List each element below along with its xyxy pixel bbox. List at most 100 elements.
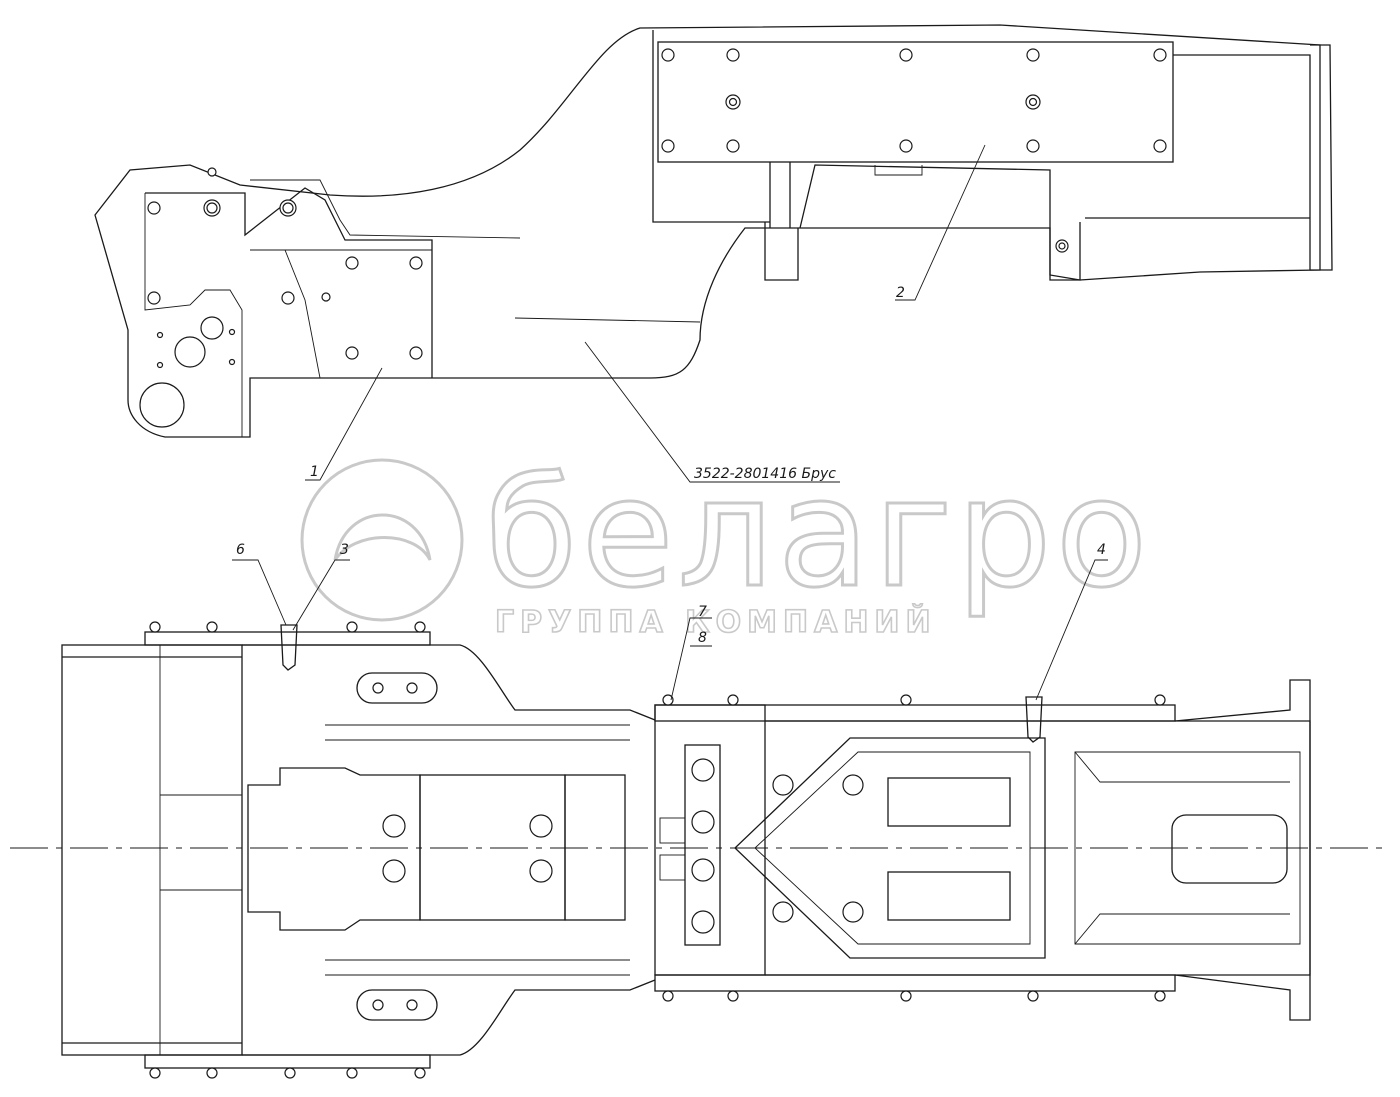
- bolt-head: [149, 621, 161, 633]
- bearing-ball: [691, 810, 715, 834]
- shaft-hole: [174, 336, 206, 368]
- cover-plate: [1171, 814, 1288, 884]
- shaft-hole: [529, 859, 553, 883]
- side-plate-left-lower: [144, 193, 243, 437]
- bracket-arm: [1085, 54, 1311, 270]
- bolt-hole: [147, 201, 161, 215]
- leader-7-8: [670, 617, 712, 701]
- bracket-plate: [657, 41, 1174, 163]
- bolt-head: [149, 1067, 161, 1079]
- side-plate-left: [145, 187, 433, 378]
- frame-hole: [772, 901, 794, 923]
- callout-3: 3: [340, 542, 349, 558]
- bolt-hole-inner: [206, 202, 218, 214]
- bracket-foot-right: [1049, 222, 1081, 281]
- frame-hole: [772, 774, 794, 796]
- side-bend-line: [250, 179, 521, 239]
- top-strip: [144, 631, 431, 646]
- slot-upper: [356, 672, 438, 704]
- frame-box: [1074, 751, 1301, 945]
- left-housing-inner: [62, 656, 242, 1044]
- window-lower: [887, 871, 1011, 921]
- beam-lower-edge: [242, 979, 656, 1056]
- bolt-hole: [345, 256, 359, 270]
- bolt-hole: [281, 291, 295, 305]
- grease-nipple-left: [280, 624, 298, 671]
- pin-hole: [228, 328, 236, 336]
- watermark: белагро ГРУППА КОМПАНИЙ: [300, 446, 1151, 641]
- side-centre-line: [514, 317, 701, 323]
- bolt-head: [206, 621, 218, 633]
- side-view-outline: [94, 24, 1321, 438]
- bolt-hole: [409, 256, 423, 270]
- bolt-row: [149, 621, 1166, 1079]
- slot-hole: [406, 999, 418, 1011]
- left-housing: [61, 644, 243, 1056]
- coupling-bearing: [684, 744, 721, 946]
- shaft-block: [419, 774, 566, 921]
- beam-upper-edge: [242, 644, 656, 721]
- slot-hole: [406, 682, 418, 694]
- bearing-ball: [691, 758, 715, 782]
- plan-view: [10, 559, 1390, 1079]
- pin-hole: [156, 331, 164, 339]
- shaft-hole: [382, 859, 406, 883]
- shaft-end: [564, 774, 626, 921]
- beam-flanges: [325, 724, 630, 976]
- bracket-tab: [874, 165, 923, 176]
- key-slot: [659, 817, 686, 844]
- callouts: 1 2 3522-2801416 Брус 6 3 4 7 8: [236, 285, 1106, 646]
- callout-2: 2: [896, 285, 905, 301]
- callout-7: 7: [698, 604, 707, 620]
- frame-triangle-inner: [754, 751, 1031, 945]
- watermark-logo-swoosh: [333, 513, 432, 561]
- bolt-hole: [409, 346, 423, 360]
- plate-nut-inner: [728, 97, 738, 107]
- leader-6: [232, 559, 287, 626]
- shaft-hole-large: [139, 382, 185, 428]
- bracket-body-left: [652, 30, 770, 223]
- plate-bolt: [726, 139, 740, 153]
- bolt-hole: [345, 346, 359, 360]
- window-upper: [887, 777, 1011, 827]
- bolt-head: [900, 990, 912, 1002]
- bolt-hole-inner: [282, 202, 294, 214]
- bolt-head: [727, 694, 739, 706]
- plate-bolt: [1153, 48, 1167, 62]
- callout-1: 1: [310, 464, 319, 480]
- bolt-head: [346, 1067, 358, 1079]
- side-view: [94, 24, 1333, 483]
- plate-bolt: [726, 48, 740, 62]
- leader-part: [584, 341, 840, 483]
- callout-8: 8: [698, 630, 707, 646]
- plate-nut-inner: [1028, 97, 1038, 107]
- plate-bolt: [1153, 139, 1167, 153]
- plate-bolt: [1026, 139, 1040, 153]
- frame-bottom-bar: [654, 974, 1176, 992]
- grease-nipple-right: [1025, 696, 1043, 743]
- side-plate-edge: [250, 249, 321, 379]
- leader-2: [895, 144, 986, 301]
- watermark-brand: белагро: [485, 447, 1151, 621]
- frame-triangle: [734, 737, 1046, 959]
- left-housing-ribs: [160, 794, 242, 891]
- shaft-hole: [529, 814, 553, 838]
- frame-flange: [1174, 679, 1311, 1021]
- bolt-head: [662, 990, 674, 1002]
- bracket-gusset: [799, 164, 1051, 229]
- bolt-head: [662, 694, 674, 706]
- callout-part-number: 3522-2801416 Брус: [694, 466, 836, 482]
- bolt-head: [900, 694, 912, 706]
- frame-top-bar: [654, 704, 1176, 722]
- bracket-flange: [1310, 44, 1333, 271]
- slot-hole: [372, 682, 384, 694]
- leader-4: [1035, 559, 1108, 701]
- bottom-strip: [144, 1054, 431, 1069]
- bolt-hole: [321, 292, 331, 302]
- plate-bolt: [661, 139, 675, 153]
- frame-hole: [842, 774, 864, 796]
- bracket-hole-inner: [1058, 242, 1066, 250]
- bolt-hole: [207, 167, 217, 177]
- plate-bolt: [899, 139, 913, 153]
